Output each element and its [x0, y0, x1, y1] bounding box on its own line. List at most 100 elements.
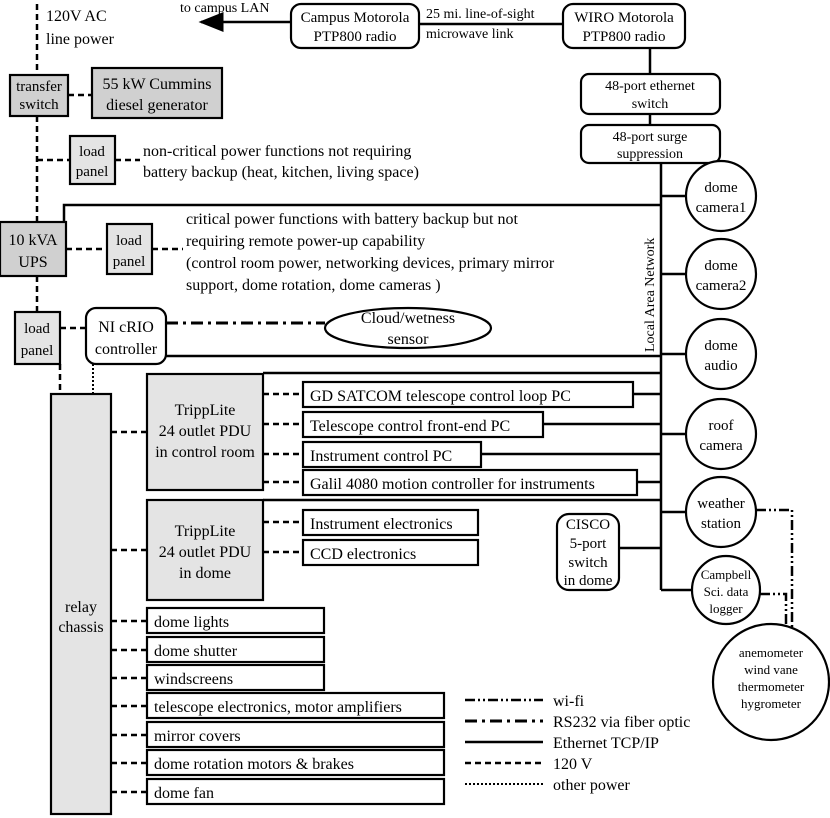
svg-text:in dome: in dome: [179, 565, 231, 582]
svg-text:critical power functions with: critical power functions with battery ba…: [186, 211, 518, 228]
svg-text:WIRO Motorola: WIRO Motorola: [574, 10, 674, 26]
svg-text:chassis: chassis: [58, 619, 103, 636]
svg-text:requiring remote power-up capa: requiring remote power-up capability: [186, 233, 425, 250]
svg-text:panel: panel: [113, 254, 145, 270]
gd-satcom-pc: [301, 380, 635, 409]
svg-text:55 kW Cummins: 55 kW Cummins: [102, 76, 211, 93]
telescope-frontend-pc: [301, 410, 545, 439]
svg-text:support, dome rotation, dome c: support, dome rotation, dome cameras ): [186, 277, 441, 294]
svg-text:microwave link: microwave link: [426, 27, 513, 42]
svg-text:dome: dome: [704, 180, 738, 196]
svg-text:CISCO: CISCO: [566, 517, 610, 533]
relay-item-box: [145, 777, 446, 806]
weather-station: weather station: [684, 475, 758, 549]
svg-text:weather: weather: [697, 496, 744, 512]
svg-text:controller: controller: [95, 341, 158, 358]
relay-item-label: telescope electronics, motor amplifiers: [154, 699, 402, 716]
relay-item-box: [145, 720, 446, 749]
dome-audio: dome audio: [684, 317, 758, 391]
legend: wi-fi RS232 via fiber optic Ethernet TCP…: [465, 693, 690, 794]
roof-camera: roof camera: [684, 397, 758, 471]
relay-item-label: dome lights: [154, 614, 229, 631]
pdu-dome: [145, 498, 265, 602]
svg-text:logger: logger: [709, 601, 743, 616]
legend-wifi: wi-fi: [553, 693, 585, 710]
svg-text:switch: switch: [19, 97, 59, 113]
svg-text:suppression: suppression: [617, 147, 683, 162]
svg-text:camera2: camera2: [696, 278, 747, 294]
svg-text:GD SATCOM telescope control lo: GD SATCOM telescope control loop PC: [310, 388, 571, 405]
svg-text:Sci. data: Sci. data: [704, 584, 749, 599]
relay-items: dome lights dome shutter windscreens telesc…: [111, 606, 446, 806]
svg-text:panel: panel: [76, 164, 108, 180]
svg-text:24 outlet PDU: 24 outlet PDU: [159, 544, 252, 561]
cisco-switch: [555, 512, 621, 592]
svg-text:CCD electronics: CCD electronics: [310, 546, 416, 563]
svg-text:PTP800 radio: PTP800 radio: [583, 29, 666, 45]
svg-text:UPS: UPS: [18, 254, 47, 271]
svg-text:TrippLite: TrippLite: [175, 402, 236, 419]
svg-text:camera1: camera1: [696, 200, 747, 216]
svg-text:switch: switch: [568, 555, 608, 571]
svg-text:switch: switch: [632, 97, 669, 112]
relay-item-box: [145, 748, 446, 777]
svg-text:roof: roof: [709, 418, 734, 434]
svg-text:hygrometer: hygrometer: [741, 696, 802, 711]
wiro-radio: [561, 2, 687, 50]
svg-text:relay: relay: [65, 599, 97, 616]
campus-lan-label: to campus LAN: [180, 1, 269, 16]
relay-item-label: dome shutter: [154, 643, 238, 660]
relay-item-box: [145, 663, 326, 692]
noncritical-text-2: battery backup (heat, kitchen, living sp…: [143, 164, 419, 181]
svg-text:dome: dome: [704, 338, 738, 354]
relay-item-label: windscreens: [154, 671, 233, 688]
relay-item-label: dome fan: [154, 785, 214, 802]
svg-text:sensor: sensor: [388, 331, 430, 348]
svg-text:5-port: 5-port: [570, 536, 607, 552]
svg-text:transfer: transfer: [16, 79, 62, 95]
svg-text:TrippLite: TrippLite: [175, 523, 236, 540]
svg-text:Instrument electronics: Instrument electronics: [310, 516, 453, 533]
legend-ethernet: Ethernet TCP/IP: [553, 735, 659, 752]
crio-controller: [84, 306, 168, 366]
svg-text:Campus Motorola: Campus Motorola: [301, 10, 410, 26]
svg-text:panel: panel: [21, 343, 53, 359]
relay-item-box: [145, 691, 446, 720]
svg-text:24 outlet PDU: 24 outlet PDU: [159, 423, 252, 440]
svg-text:(control room power, networkin: (control room power, networking devices,…: [186, 255, 555, 272]
svg-text:load: load: [116, 233, 142, 249]
relay-item-box: [145, 635, 326, 664]
svg-text:dome: dome: [704, 258, 738, 274]
svg-text:Telescope control front-end PC: Telescope control front-end PC: [310, 418, 510, 435]
svg-text:wind vane: wind vane: [744, 662, 798, 677]
diesel-generator: [90, 66, 224, 120]
svg-text:thermometer: thermometer: [738, 679, 805, 694]
svg-text:48-port ethernet: 48-port ethernet: [605, 79, 695, 94]
anemometer-sensors: anemometer wind vane thermometer hygrome…: [711, 622, 830, 742]
svg-text:10 kVA: 10 kVA: [8, 232, 57, 249]
dome-camera2: dome camera2: [684, 237, 758, 311]
line-power-label-2: line power: [46, 31, 115, 48]
svg-text:Galil 4080 motion controller f: Galil 4080 motion controller for instrum…: [310, 476, 595, 493]
svg-text:NI cRIO: NI cRIO: [98, 319, 154, 336]
relay-chassis: [49, 392, 113, 816]
svg-text:25 mi. line-of-sight: 25 mi. line-of-sight: [426, 7, 535, 22]
svg-text:audio: audio: [704, 358, 737, 374]
load-panel-noncritical: [68, 134, 117, 186]
svg-text:Instrument control PC: Instrument control PC: [310, 448, 452, 465]
load-panel-crio: [13, 310, 62, 366]
instrument-electronics: [301, 508, 480, 537]
instrument-control-pc: [301, 440, 483, 469]
svg-text:camera: camera: [699, 438, 743, 454]
galil-motion-controller: [301, 468, 639, 497]
svg-text:diesel generator: diesel generator: [106, 97, 208, 114]
svg-text:in dome: in dome: [564, 573, 613, 589]
campbell-data-logger: Campbell Sci. data logger: [690, 554, 762, 626]
svg-text:load: load: [24, 321, 50, 337]
relay-item-box: [145, 606, 326, 635]
cloud-wetness-sensor: [323, 306, 493, 350]
relay-item-label: mirror covers: [154, 728, 241, 745]
svg-text:Campbell: Campbell: [701, 567, 752, 582]
legend-other-power: other power: [553, 777, 631, 794]
